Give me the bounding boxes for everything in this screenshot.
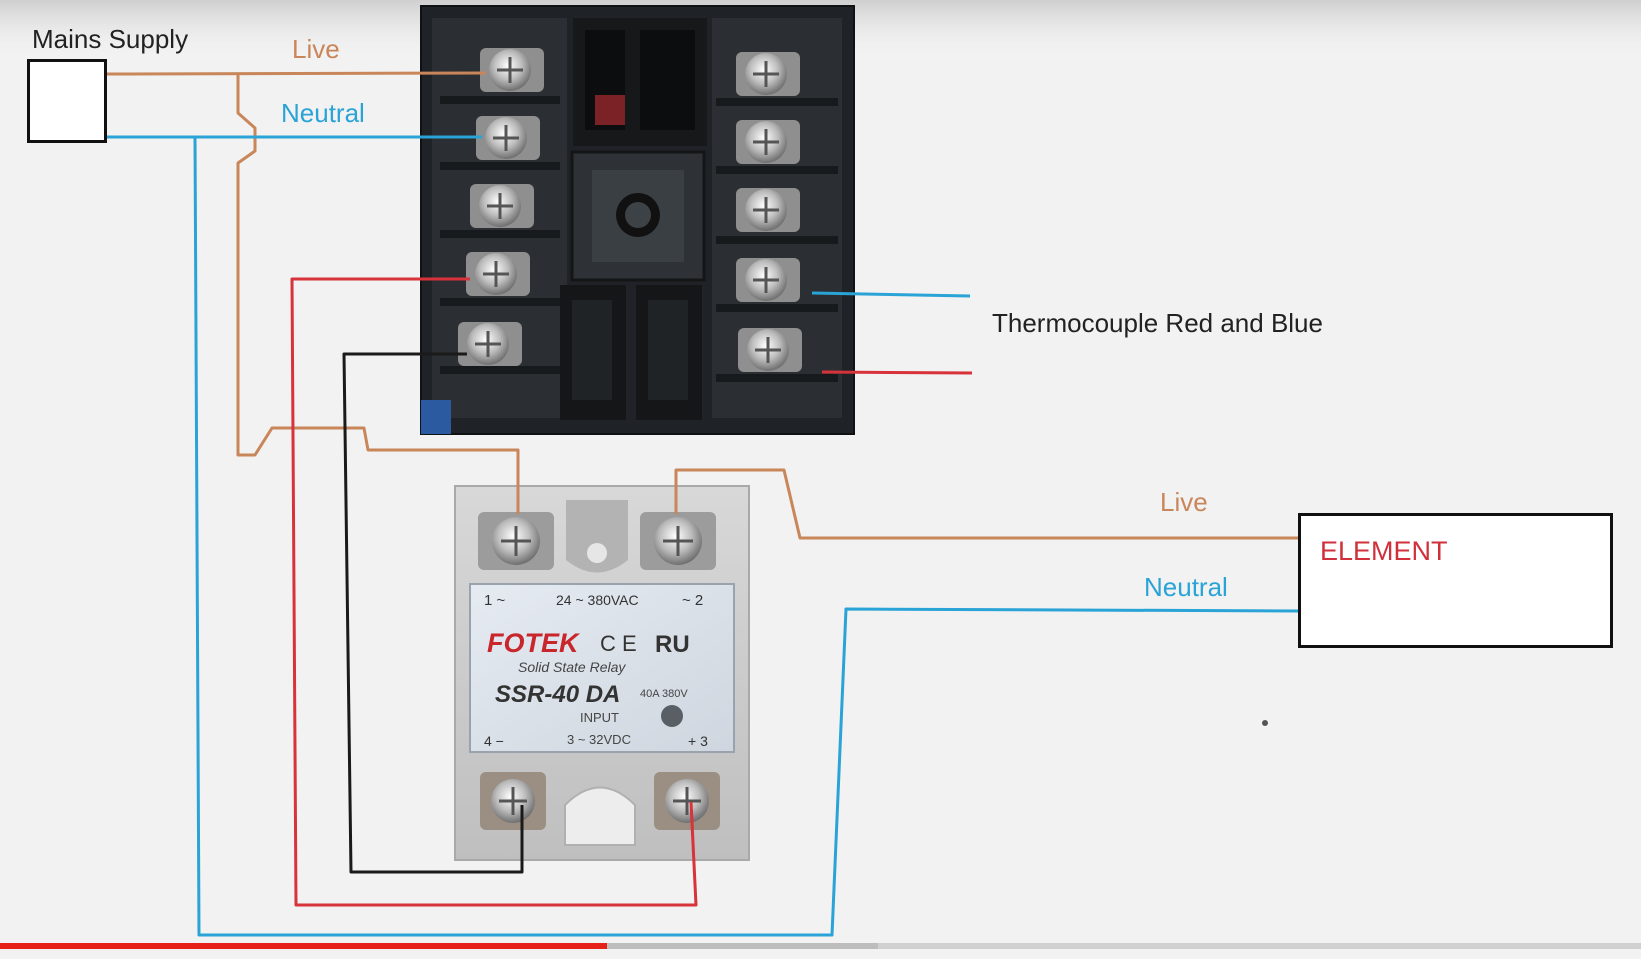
wire-black-ssr-negative	[342, 352, 524, 874]
wire-red-ssr-positive	[290, 277, 698, 907]
ssr-subtitle: Solid State Relay	[518, 659, 626, 675]
neutral-label-right: Neutral	[1144, 572, 1228, 602]
wire-live-mains-to-pid	[104, 71, 487, 76]
wire-thermocouple-red	[821, 370, 973, 375]
video-progress-fill	[0, 943, 607, 949]
pid-screw-right-10	[738, 328, 802, 372]
wire-neutral-return	[193, 136, 1301, 937]
pid-screw-right-9	[736, 258, 800, 302]
live-label-top: Live	[292, 34, 340, 64]
pid-screw-left-4	[466, 252, 530, 296]
solid-state-relay	[454, 485, 750, 861]
ssr-input-label: INPUT	[580, 710, 619, 725]
ssr-output-rating: 24 ~ 380VAC	[556, 592, 639, 608]
pid-screw-left-5	[458, 322, 522, 366]
pid-screw-left-1	[480, 48, 544, 92]
ssr-input-range: 3 ~ 32VDC	[567, 732, 631, 747]
pid-screw-left-3	[470, 184, 534, 228]
ssr-current-rating: 40A 380V	[640, 688, 688, 700]
pid-screw-right-8	[736, 188, 800, 232]
ssr-model: SSR-40 DA	[495, 681, 620, 708]
mains-supply-box	[27, 59, 107, 143]
pid-screw-left-2	[476, 116, 540, 160]
ssr-terminal-3: + 3	[688, 733, 708, 749]
live-label-right: Live	[1160, 487, 1208, 517]
ssr-brand: FOTEK	[487, 628, 581, 658]
neutral-label-top: Neutral	[281, 98, 365, 128]
wires	[104, 71, 1301, 937]
mains-supply-label: Mains Supply	[32, 24, 189, 54]
thermocouple-label: Thermocouple Red and Blue	[992, 308, 1323, 338]
element-box	[1298, 513, 1613, 648]
wire-live-ssr-to-element	[674, 468, 1300, 540]
wire-live-to-ssr-input	[236, 74, 520, 514]
ul-mark-icon: RU	[655, 631, 690, 658]
ssr-terminal-4: 4 −	[484, 733, 504, 749]
pid-controller-terminal-block	[420, 5, 855, 435]
ssr-led-icon	[661, 705, 683, 727]
wire-thermocouple-blue	[811, 291, 971, 298]
element-label: ELEMENT	[1320, 536, 1448, 566]
ssr-terminal-1: 1 ~	[484, 592, 506, 609]
ce-mark-icon: C E	[600, 631, 637, 656]
ssr-terminal-2: ~ 2	[682, 592, 703, 609]
stray-dot	[1262, 720, 1268, 726]
video-progress-track[interactable]	[0, 943, 1641, 949]
pid-screw-right-7	[736, 120, 800, 164]
pid-screw-right-6	[736, 52, 800, 96]
